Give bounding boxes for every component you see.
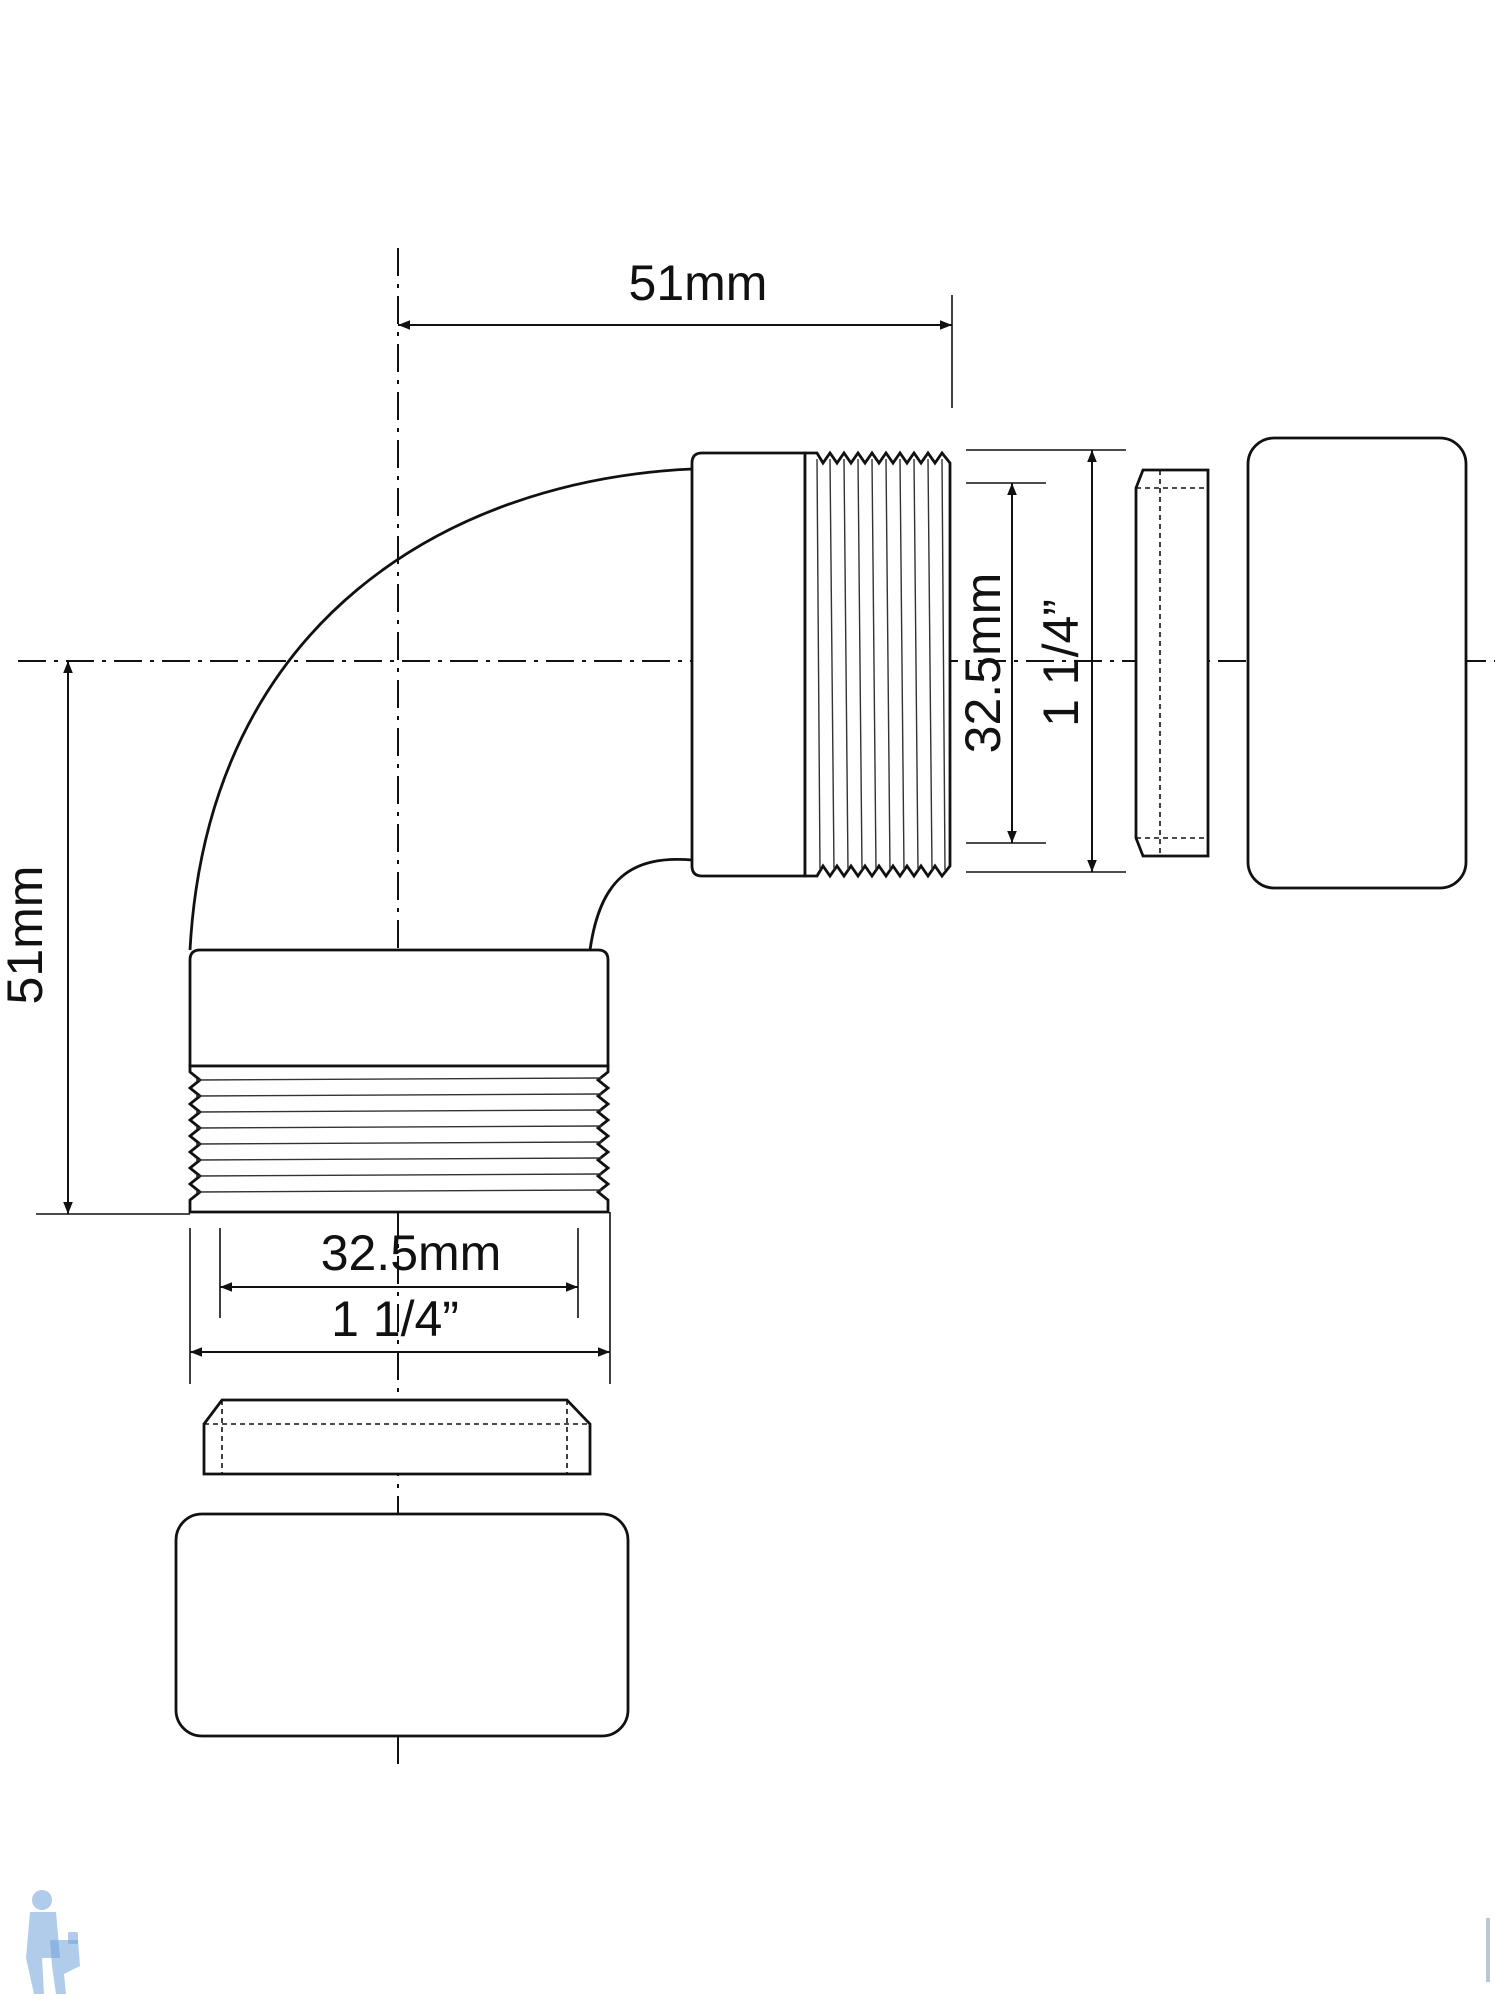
dimension-label-right-inner: 32.5mm [955, 573, 1011, 754]
right-seal-ring-body [1134, 468, 1210, 858]
bottom-seal-ring-body [202, 1398, 592, 1476]
bottom-socket [187, 948, 611, 1214]
right-thread-lines [816, 458, 946, 871]
right-collar [690, 451, 807, 878]
dimension-top-51mm: 51mm [398, 255, 953, 408]
dimension-label-bottom-inner: 32.5mm [321, 1225, 502, 1281]
dimension-left-51mm: 51mm [0, 661, 190, 1215]
bottom-cap-nut [174, 1512, 630, 1738]
bottom-thread-lines [195, 1077, 603, 1193]
bottom-seal-ring [202, 1398, 592, 1476]
dimension-label-top: 51mm [629, 255, 768, 311]
dimension-label-left: 51mm [0, 866, 53, 1005]
right-socket [690, 450, 952, 879]
right-cap-nut [1246, 436, 1468, 890]
dimension-label-right-outer: 1 1/4” [1033, 599, 1089, 727]
dimension-right-diameters: 32.5mm 1 1/4” [955, 449, 1126, 873]
dimension-bottom-diameters: 32.5mm 1 1/4” [189, 1212, 611, 1384]
bottom-collar [188, 948, 610, 1068]
watermark-plumber-icon [26, 1890, 80, 1994]
elbow-body [188, 467, 693, 951]
elbow-outer-curve [188, 467, 693, 951]
elbow-inner-curve [588, 857, 693, 951]
right-seal-ring [1134, 468, 1210, 858]
edge-watermark-mark [1486, 1918, 1490, 1982]
dimension-label-bottom-outer: 1 1/4” [331, 1291, 459, 1347]
right-threaded-end [803, 450, 952, 879]
